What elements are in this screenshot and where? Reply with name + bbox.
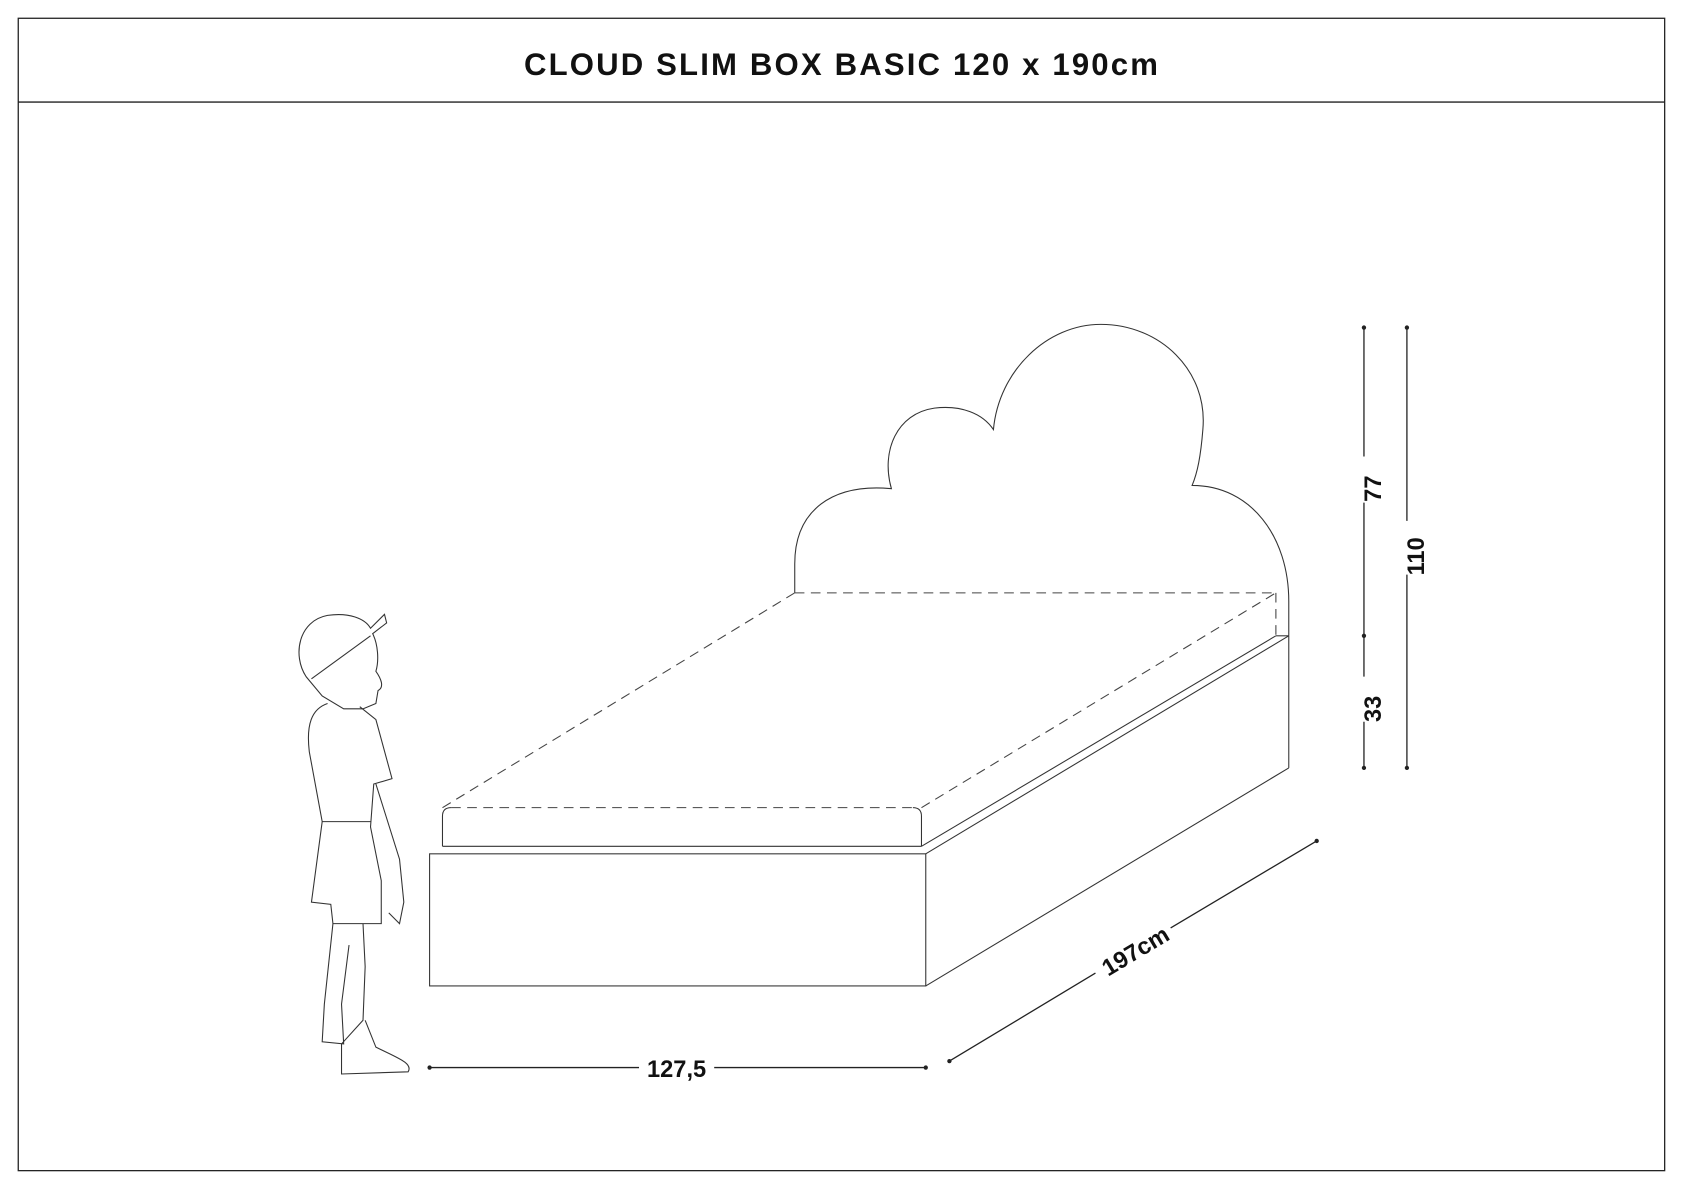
width-label: 127,5 <box>647 1057 706 1083</box>
bed-base <box>429 635 1290 987</box>
length-label: 197cm <box>1098 922 1174 982</box>
headboard-height-label: 77 <box>1361 476 1387 502</box>
child-figure <box>298 613 410 1075</box>
height-dimension-partial: 77 33 <box>1361 325 1387 771</box>
height-dimension-total: 110 <box>1404 325 1430 771</box>
mattress <box>441 592 1277 847</box>
total-height-label: 110 <box>1404 537 1430 575</box>
length-dimension: 197cm <box>947 838 1319 1064</box>
cloud-headboard <box>794 323 1290 636</box>
frame-border <box>17 17 1666 1172</box>
base-height-label: 33 <box>1361 696 1387 722</box>
drawing-title: CLOUD SLIM BOX BASIC 120 x 190cm <box>524 47 1160 82</box>
width-dimension: 127,5 <box>427 1057 928 1083</box>
